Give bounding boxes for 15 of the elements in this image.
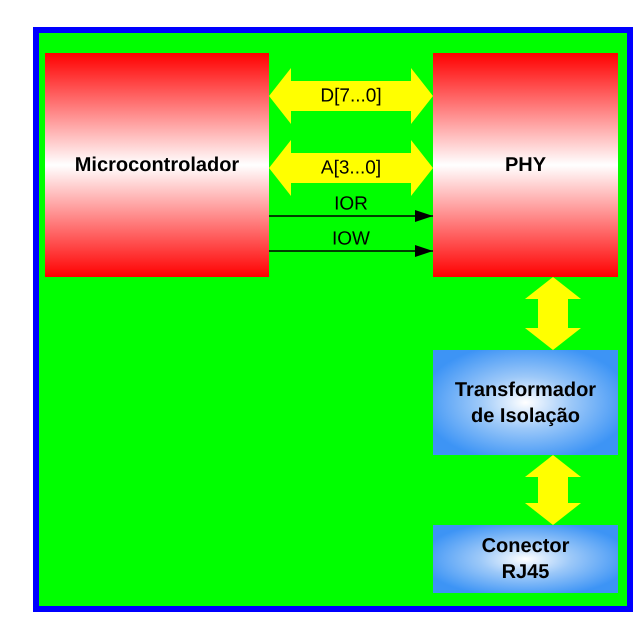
signal-arrow <box>269 210 433 222</box>
module-block <box>433 350 618 455</box>
module-block <box>433 525 618 593</box>
block-label: Conector RJ45 <box>480 534 570 585</box>
chip-block <box>433 53 618 277</box>
signal-arrow <box>269 245 433 257</box>
bus-arrow <box>525 277 581 350</box>
block-label: Transformador de Isolação <box>454 378 598 428</box>
chip-block <box>45 53 269 277</box>
bus-arrow <box>269 68 433 124</box>
block-label: Microcontrolador <box>74 153 240 178</box>
bus-arrow <box>269 140 433 196</box>
bus-arrow <box>525 455 581 525</box>
block-label: PHY <box>504 153 548 178</box>
board-frame <box>33 27 633 612</box>
